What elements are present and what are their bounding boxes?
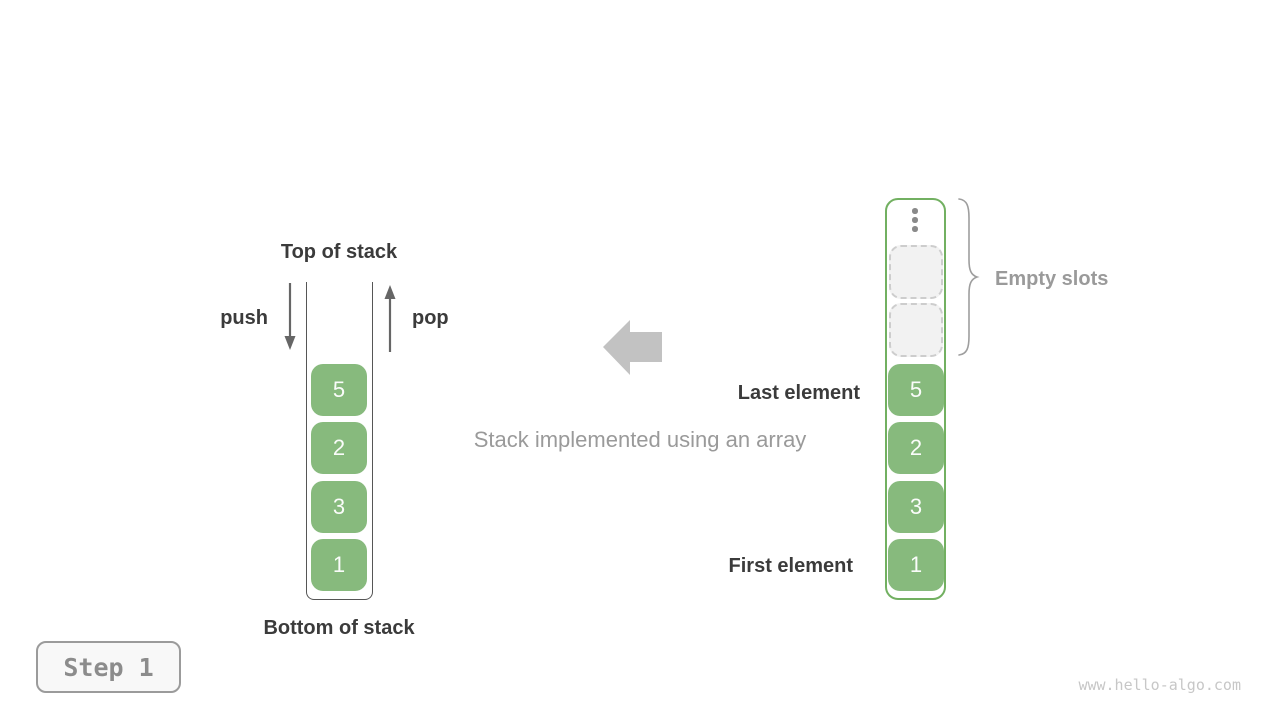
array-element: 2 <box>888 422 944 475</box>
push-down-arrow-icon <box>284 283 296 350</box>
left-block-arrow-icon <box>603 320 662 375</box>
step-badge: Step 1 <box>36 641 181 693</box>
step-badge-label: Step 1 <box>63 652 154 682</box>
stack-container <box>306 282 373 600</box>
empty-slots-brace-icon <box>958 198 980 356</box>
figure-caption: Stack implemented using an array <box>473 427 807 452</box>
empty-slot <box>889 303 943 357</box>
ellipsis-dot <box>912 208 918 214</box>
ellipsis-dot <box>912 226 918 232</box>
array-element: 1 <box>888 538 944 591</box>
bottom-of-stack-label: Bottom of stack <box>263 617 415 639</box>
stack-element: 5 <box>311 364 367 416</box>
pop-up-arrow-icon <box>384 285 396 352</box>
watermark-text: www.hello-algo.com <box>1078 676 1241 694</box>
stack-elements: 5 2 3 1 <box>311 364 367 591</box>
stack-element: 3 <box>311 480 367 533</box>
ellipsis-dot <box>912 217 918 223</box>
pop-label: pop <box>412 307 449 329</box>
last-element-label: Last element <box>737 382 860 404</box>
push-label: push <box>220 307 268 329</box>
first-element-label: First element <box>728 555 853 577</box>
array-element: 5 <box>888 364 944 416</box>
empty-slots-label: Empty slots <box>995 268 1109 290</box>
array-element: 3 <box>888 480 944 533</box>
vertical-ellipsis-icon <box>912 208 918 232</box>
stack-element: 1 <box>311 538 367 591</box>
top-of-stack-label: Top of stack <box>280 241 398 263</box>
array-container <box>885 198 946 600</box>
empty-slot <box>889 245 943 299</box>
array-elements: 5 2 3 1 <box>888 364 944 591</box>
stack-element: 2 <box>311 422 367 475</box>
